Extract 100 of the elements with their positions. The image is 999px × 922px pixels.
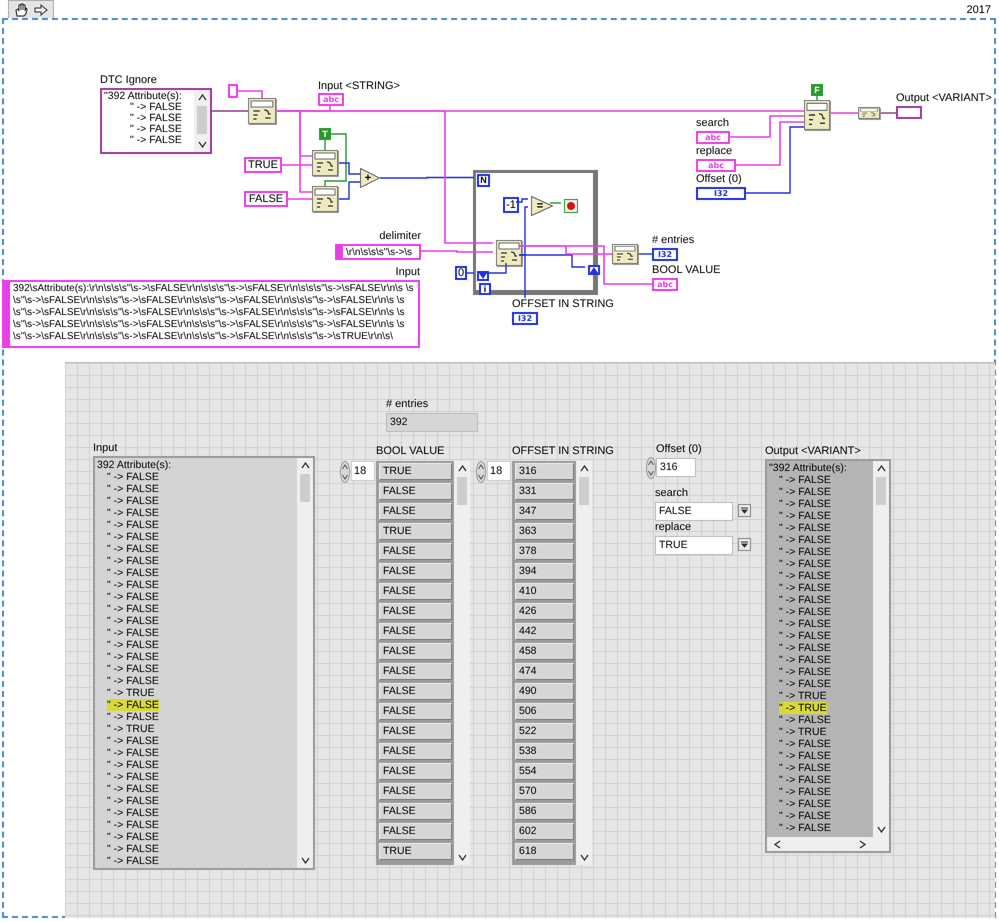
array-element: 331: [515, 483, 574, 500]
index-display: 18: [487, 461, 511, 481]
terminal-icon: abc: [318, 93, 344, 106]
control-label: search: [696, 117, 730, 130]
array-element: 458: [515, 643, 574, 660]
wire: [550, 202, 561, 204]
terminal-icon: I32: [652, 248, 678, 261]
list-item: " -> FALSE: [779, 570, 831, 582]
function-icon: [804, 100, 830, 130]
list-item: " -> TRUE: [779, 726, 827, 738]
array-element: 618: [515, 843, 574, 860]
array-element: 554: [515, 763, 574, 780]
list-item: " -> FALSE: [779, 618, 831, 630]
list-item: " -> FALSE: [779, 642, 831, 654]
numeric-display: 316: [656, 458, 696, 477]
list-item: " -> FALSE: [130, 101, 182, 113]
array-element: 538: [515, 743, 574, 760]
wire: [638, 253, 652, 255]
list-item: " -> FALSE: [107, 519, 159, 531]
wire: [324, 133, 347, 186]
list-item: " -> FALSE: [779, 666, 831, 678]
wire: [746, 126, 804, 194]
array-element: 602: [515, 823, 574, 840]
operator-node: +: [360, 168, 380, 188]
list-item: " -> FALSE: [107, 663, 159, 675]
wire: [519, 245, 652, 285]
constant: i: [479, 283, 491, 295]
list-item: " -> FALSE: [107, 807, 159, 819]
function-icon: [248, 98, 276, 124]
constant: -1: [503, 197, 519, 213]
array-element: FALSE: [379, 803, 452, 820]
wire: [276, 110, 804, 112]
constant: N: [477, 174, 490, 187]
list-item: " -> FALSE: [130, 134, 182, 146]
function-icon: [312, 186, 338, 212]
list-item: " -> FALSE: [107, 855, 159, 867]
wire: [516, 198, 528, 203]
control-label: replace: [696, 145, 732, 158]
stop-terminal-icon: [564, 199, 578, 213]
list-item: " -> FALSE: [779, 798, 831, 810]
list-item: " -> FALSE: [779, 654, 831, 666]
string-constant: 392\sAttribute(s):\r\n\s\s\s"\s->\sFALSE\r\n\s\s\s"\s->\sFALSE\r\n\s\s\s"\s->\sFALSE\r\n\s \s\s"\s->\sFALSE\r\n\s\s\s"\s->\sFALSE\r\n\s\s\s"\s->\sFALSE\r\n\s\s\s"\s->\sFALSE\r\n\s \s\s"\s->\sFALSE\r\n\s\s\s"\s->\sFALSE\r\n\s\s\s"\s->\sFALSE\r\n\s\s\s"\s->\sFALSE\r\n\s \s\s"\s->\sFALSE\r\n\s\s\s"\s->\sFALSE\r\n\s\s\s"\s->\sFALSE\r\n\s\s\s"\s->\sFALSE\r\n\s \s\s"\s->\sFALSE\r\n\s\s\s"\s->\sFALSE\r\n\s\s\s"\s->\sFALSE\r\n\s\s\s"\s->\sTRUE\r\n\s\: [2, 280, 420, 348]
list-item: " -> FALSE: [779, 714, 831, 726]
list-item: " -> FALSE: [107, 567, 159, 579]
list-item: " -> FALSE: [779, 738, 831, 750]
list-item: " -> FALSE: [779, 678, 831, 690]
wire: [212, 110, 248, 112]
array-element: FALSE: [379, 783, 452, 800]
list-item: " -> FALSE: [779, 546, 831, 558]
control-label: replace: [655, 521, 692, 534]
array-element: TRUE: [379, 523, 452, 540]
control-label: Input: [93, 442, 118, 455]
array-element: 490: [515, 683, 574, 700]
array-element: 347: [515, 503, 574, 520]
array-element: FALSE: [379, 703, 452, 720]
terminal-icon: I32: [512, 312, 538, 325]
array-element: 570: [515, 783, 574, 800]
array-element: FALSE: [379, 763, 452, 780]
array-element: FALSE: [379, 483, 452, 500]
list-item: " -> FALSE: [779, 630, 831, 642]
array-element: 506: [515, 703, 574, 720]
numeric-display: 392: [386, 413, 478, 432]
function-icon: [858, 107, 880, 119]
list-item: " -> FALSE: [107, 603, 159, 615]
list-item: " -> FALSE: [107, 711, 159, 723]
control-label: BOOL VALUE: [376, 445, 444, 458]
list-item: " -> FALSE: [107, 507, 159, 519]
list-item: " -> FALSE: [107, 795, 159, 807]
list-item: " -> FALSE: [779, 582, 831, 594]
list-item: " -> FALSE: [779, 534, 831, 546]
array-element: FALSE: [379, 643, 452, 660]
array-element: FALSE: [379, 503, 452, 520]
array-element: 522: [515, 723, 574, 740]
wire: [519, 254, 526, 298]
for-loop-frame: [473, 170, 598, 295]
constant: 0: [455, 266, 467, 280]
list-item: " -> FALSE: [107, 735, 159, 747]
array-element: FALSE: [379, 723, 452, 740]
list-item: " -> FALSE: [107, 627, 159, 639]
control-label: Input: [394, 266, 420, 279]
array-element: FALSE: [379, 623, 452, 640]
array-element: 363: [515, 523, 574, 540]
control-label: Output <VARIANT>: [765, 445, 861, 458]
control-label: search: [655, 487, 688, 500]
list-item: " -> FALSE: [130, 112, 182, 124]
control-label: Offset (0): [696, 173, 742, 186]
index-display: 18: [351, 461, 375, 481]
list-item: " -> FALSE: [107, 651, 159, 663]
list-item: " -> FALSE: [779, 810, 831, 822]
control-label: OFFSET IN STRING: [512, 298, 614, 311]
list-item: " -> FALSE: [779, 750, 831, 762]
list-item: " -> FALSE: [779, 510, 831, 522]
list-item: " -> FALSE: [107, 699, 159, 711]
control-label: delimiter: [378, 230, 421, 243]
array-element: FALSE: [379, 663, 452, 680]
terminal-icon: abc: [696, 159, 736, 172]
operator-node: =: [531, 196, 553, 216]
list-item: " -> FALSE: [107, 783, 159, 795]
list-item: " -> FALSE: [779, 786, 831, 798]
string-field: FALSE: [655, 502, 733, 521]
